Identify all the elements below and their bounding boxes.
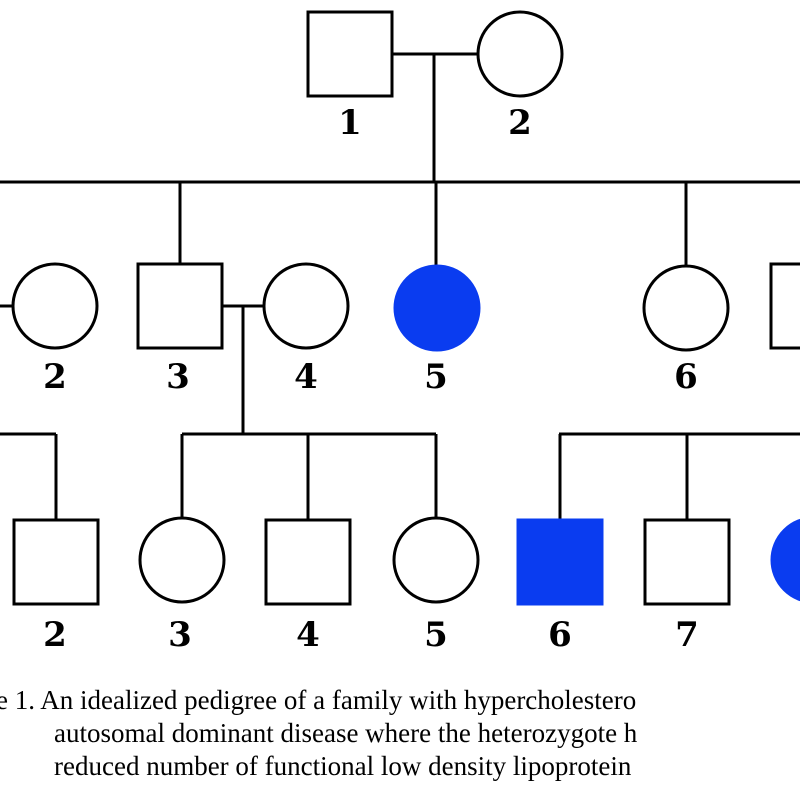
gen2-label-3: 3 (166, 357, 190, 397)
gen3-individual-6 (516, 518, 604, 606)
gen3-individual-8-partial (770, 518, 800, 602)
gen2-label-6: 6 (674, 357, 698, 397)
gen2-individual-2 (11, 262, 99, 350)
gen2-individual-6 (642, 264, 730, 352)
gen1-individual-1 (306, 10, 394, 98)
gen1-label-1: 1 (338, 103, 362, 143)
gen3-label-4: 4 (296, 615, 320, 655)
gen2-individual-7-partial (769, 262, 800, 350)
gen3-label-2: 2 (43, 615, 67, 655)
gen3-individual-7 (643, 518, 731, 606)
gen3-individual-5 (392, 516, 480, 604)
gen3-individual-2 (12, 518, 100, 606)
gen2-label-2: 2 (43, 357, 67, 397)
gen3-label-7: 7 (675, 615, 699, 655)
gen1-individual-2 (476, 10, 564, 98)
pedigree-chart: 1 2 2 3 4 5 6 2 3 4 5 6 7 (0, 10, 800, 655)
gen3-label-3: 3 (168, 615, 192, 655)
caption-line-2: autosomal dominant disease where the het… (54, 718, 638, 748)
gen2-individual-4 (262, 262, 350, 350)
gen3-individual-4 (264, 518, 352, 606)
gen2-label-4: 4 (294, 357, 318, 397)
gen3-label-6: 6 (548, 615, 572, 655)
gen2-label-5: 5 (424, 357, 448, 397)
gen3-label-5: 5 (424, 615, 448, 655)
caption-line-1: e 1. An idealized pedigree of a family w… (0, 685, 637, 715)
caption-line-3: reduced number of functional low density… (54, 751, 632, 781)
gen2-individual-3 (136, 262, 224, 350)
gen2-individual-5 (393, 264, 481, 352)
gen3-individual-3 (138, 516, 226, 604)
gen1-label-2: 2 (508, 103, 532, 143)
